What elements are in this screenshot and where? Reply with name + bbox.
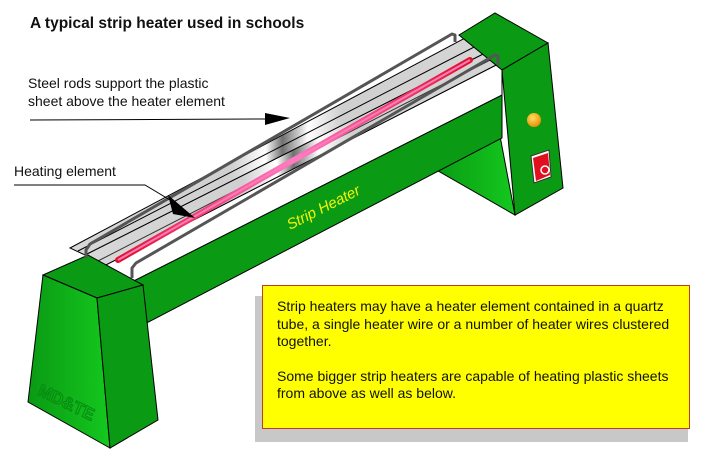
power-switch[interactable] <box>530 149 552 184</box>
diagram-title: A typical strip heater used in schools <box>30 15 305 32</box>
steel-rods-label-line-1: Steel rods support the plastic <box>28 75 209 91</box>
right-pedestal-front-face <box>501 42 564 216</box>
info-paragraph: Strip heaters may have a heater element … <box>277 298 670 349</box>
heating-element-arrow <box>14 184 195 218</box>
heating-element-label: Heating element <box>14 163 116 179</box>
trough-edge-line <box>77 43 481 252</box>
info-paragraph: Some bigger strip heaters are capable of… <box>277 367 669 402</box>
info-box: Strip heaters may have a heater element … <box>262 285 690 429</box>
steel-rod-back <box>84 32 457 258</box>
beam-white-strip <box>95 61 503 301</box>
steel-rods-arrow <box>29 113 290 125</box>
steel-rod-front <box>130 53 500 278</box>
left-pedestal-side-face <box>96 284 159 449</box>
steel-rods-label-line-2: sheet above the heater element <box>28 93 225 109</box>
heating-element-highlight <box>117 59 471 261</box>
steel-rods-label: Steel rods support the plastic sheet abo… <box>28 74 225 110</box>
indicator-lamp <box>527 113 541 127</box>
